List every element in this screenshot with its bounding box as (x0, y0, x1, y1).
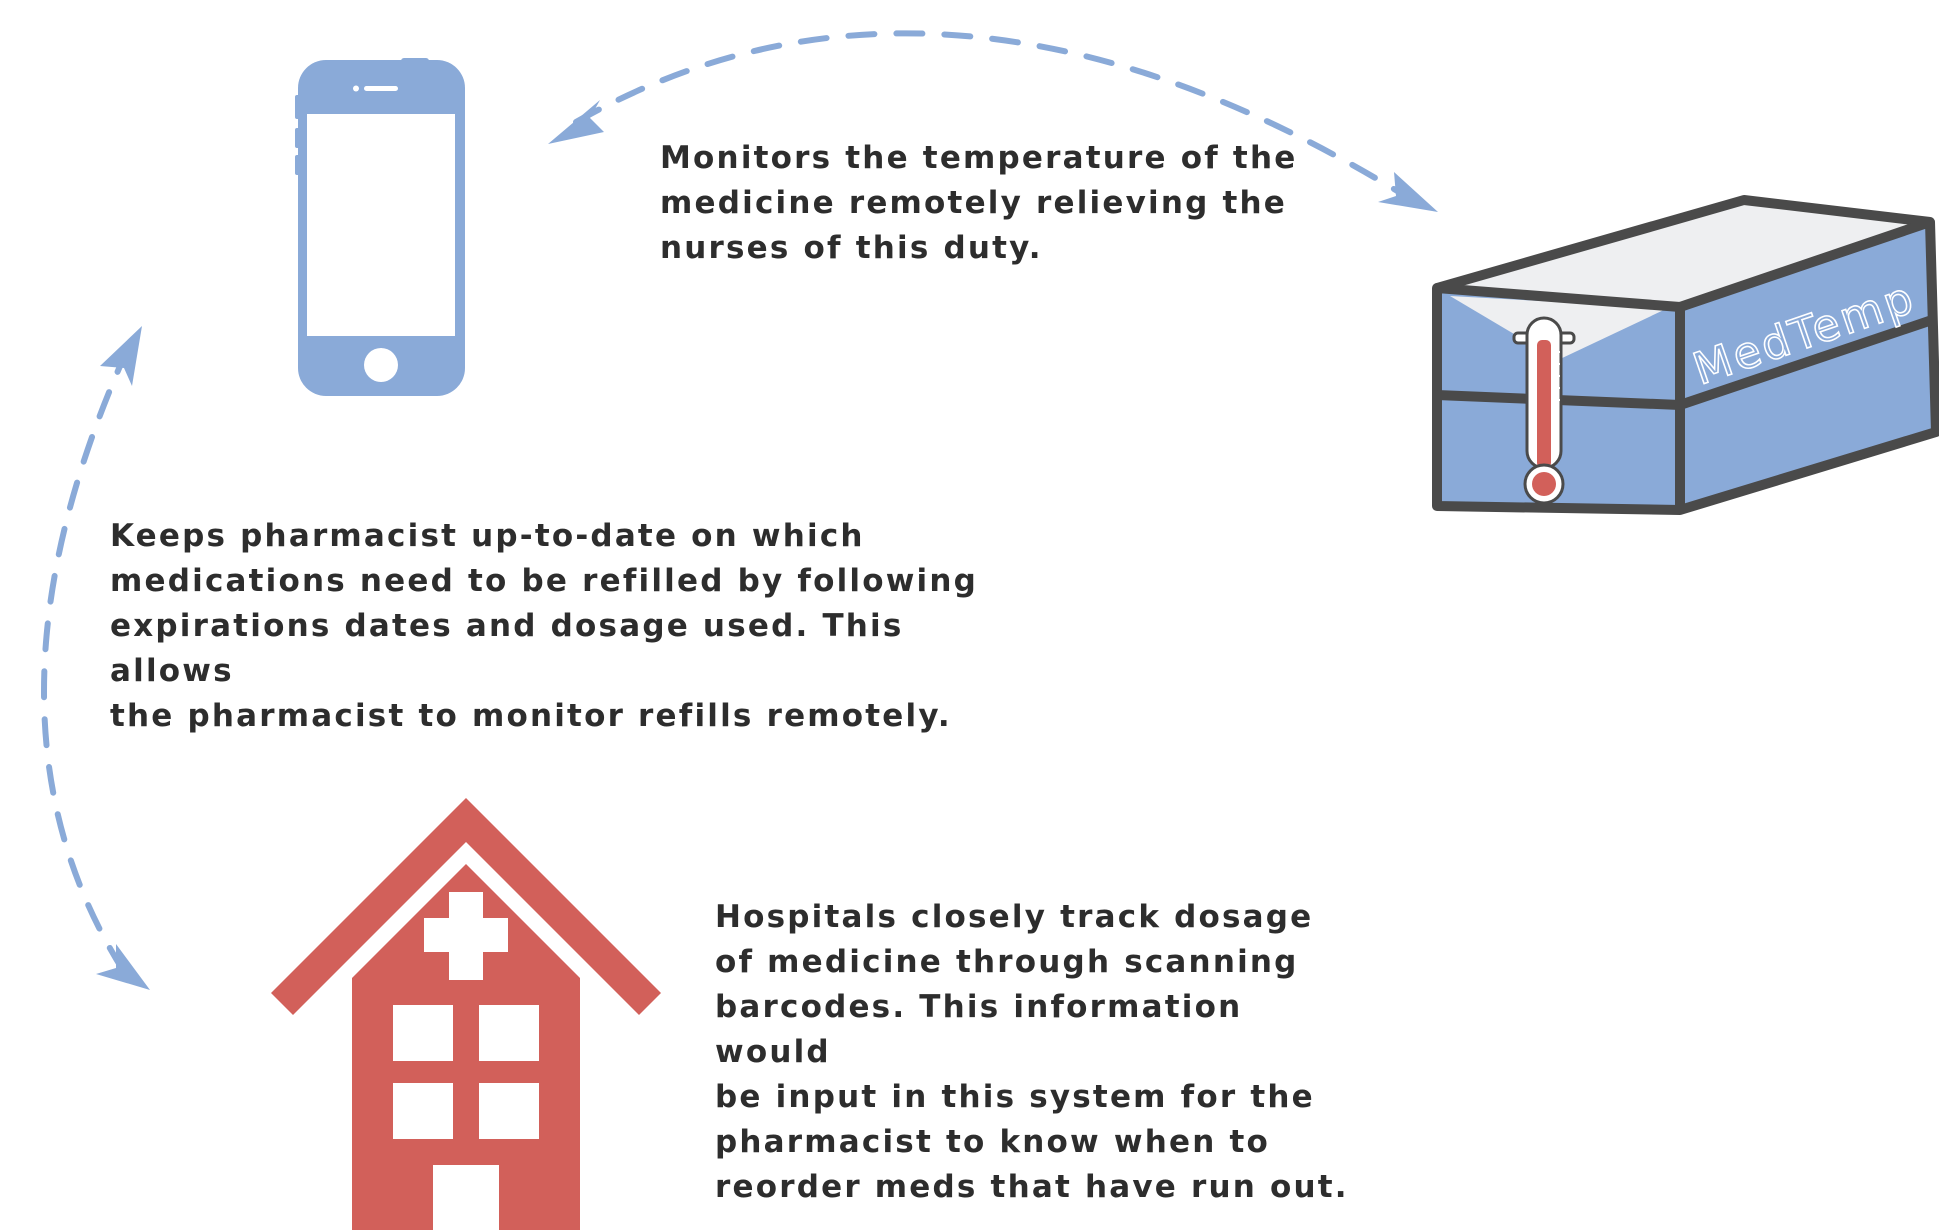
medtemp-box-icon: MedTemp (1432, 195, 1939, 515)
arrowhead-to-phone-left-icon (100, 326, 142, 386)
caption-line: of medicine through scanning (715, 944, 1299, 980)
caption-line: Monitors the temperature of the (660, 140, 1298, 176)
arrowhead-to-hospital-icon (96, 944, 150, 990)
caption-line: barcodes. This information would (715, 989, 1243, 1070)
caption-hospital-tracking: Hospitals closely track dosage of medici… (715, 895, 1365, 1210)
caption-line: the pharmacist to monitor refills remote… (110, 698, 952, 734)
arrowhead-to-medtemp-icon (1378, 172, 1438, 212)
caption-device-monitoring: Monitors the temperature of the medicine… (660, 136, 1340, 271)
caption-line: expirations dates and dosage used. This … (110, 608, 904, 689)
caption-pharmacist-refills: Keeps pharmacist up-to-date on which med… (110, 514, 1030, 739)
caption-line: reorder meds that have run out. (715, 1169, 1349, 1205)
thermometer-icon (1512, 316, 1576, 505)
caption-line: medicine remotely relieving the (660, 185, 1288, 221)
arrow-phone-to-hospital (41, 345, 131, 981)
arrow-phone-to-medtemp (573, 30, 1423, 208)
hospital-icon (271, 798, 661, 1230)
caption-line: be input in this system for the (715, 1079, 1315, 1115)
caption-line: medications need to be refilled by follo… (110, 563, 979, 599)
arrowhead-to-phone-icon (548, 100, 604, 144)
smartphone-icon (295, 58, 465, 396)
caption-line: pharmacist to know when to (715, 1124, 1270, 1160)
caption-line: Hospitals closely track dosage (715, 899, 1314, 935)
caption-line: Keeps pharmacist up-to-date on which (110, 518, 865, 554)
caption-line: nurses of this duty. (660, 230, 1043, 266)
